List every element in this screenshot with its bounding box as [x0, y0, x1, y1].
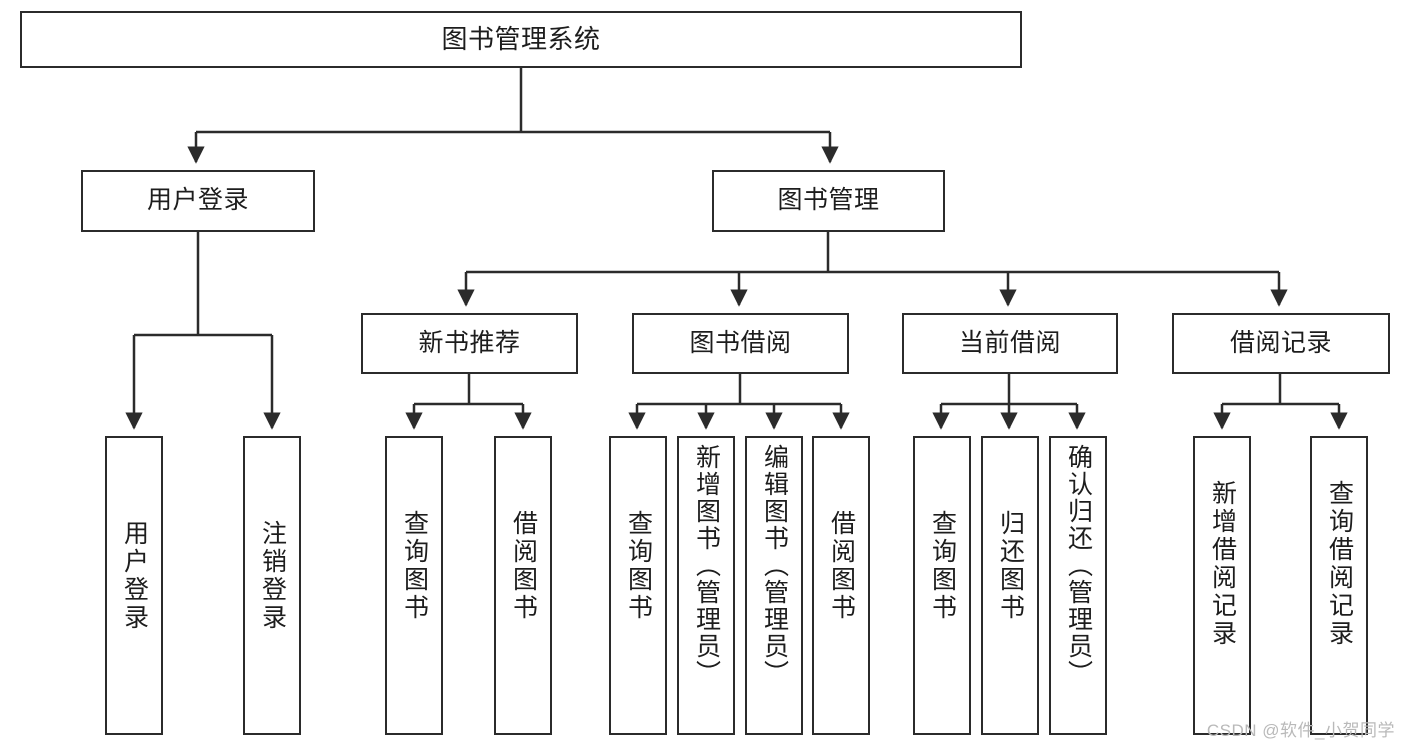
- node-root-system[interactable]: 图书管理系统: [20, 11, 1022, 68]
- node-current-borrow[interactable]: 当前借阅: [902, 313, 1118, 374]
- node-new-book-recommend[interactable]: 新书推荐: [361, 313, 578, 374]
- node-label: 用户登录: [120, 520, 149, 632]
- edges-current-borrow-to-leaves: [932, 374, 1086, 430]
- node-label: 查询图书: [400, 510, 429, 622]
- leaf-query-borrow-record[interactable]: 查询借阅记录: [1310, 436, 1368, 735]
- node-label: 编辑图书（管理员）: [760, 444, 789, 687]
- node-label: 归还图书: [996, 510, 1025, 622]
- edges-book-manage-to-level3: [457, 232, 1288, 307]
- leaf-user-login[interactable]: 用户登录: [105, 436, 163, 735]
- leaf-add-borrow-record[interactable]: 新增借阅记录: [1193, 436, 1251, 735]
- node-label: 图书管理系统: [441, 24, 601, 55]
- leaf-borrow-book-recommend[interactable]: 借阅图书: [494, 436, 552, 735]
- node-label: 新增借阅记录: [1208, 480, 1237, 648]
- node-label: 当前借阅: [958, 328, 1061, 357]
- node-label: 图书借阅: [689, 328, 792, 357]
- node-borrow-record[interactable]: 借阅记录: [1172, 313, 1390, 374]
- node-book-management[interactable]: 图书管理: [712, 170, 945, 232]
- edges-user-login-to-leaves: [125, 232, 281, 430]
- node-label: 借阅图书: [827, 510, 856, 622]
- edges-root-to-level2: [187, 68, 839, 164]
- node-label: 图书管理: [777, 186, 880, 215]
- node-label: 借阅记录: [1229, 328, 1332, 357]
- node-label: 注销登录: [258, 520, 287, 632]
- leaf-borrow-book[interactable]: 借阅图书: [812, 436, 870, 735]
- edges-borrow-record-to-leaves: [1213, 374, 1348, 430]
- node-label: 查询图书: [624, 510, 653, 622]
- node-book-borrow[interactable]: 图书借阅: [632, 313, 849, 374]
- edges-new-book-to-leaves: [405, 374, 532, 430]
- leaf-query-book-current[interactable]: 查询图书: [913, 436, 971, 735]
- leaf-logout[interactable]: 注销登录: [243, 436, 301, 735]
- node-label: 借阅图书: [509, 510, 538, 622]
- node-label: 查询借阅记录: [1325, 480, 1354, 648]
- leaf-edit-book-admin[interactable]: 编辑图书（管理员）: [745, 436, 803, 735]
- node-user-login[interactable]: 用户登录: [81, 170, 315, 232]
- leaf-query-book-borrow[interactable]: 查询图书: [609, 436, 667, 735]
- edges-book-borrow-to-leaves: [628, 374, 850, 430]
- leaf-return-book[interactable]: 归还图书: [981, 436, 1039, 735]
- node-label: 新书推荐: [418, 328, 521, 357]
- leaf-add-book-admin[interactable]: 新增图书（管理员）: [677, 436, 735, 735]
- node-label: 确认归还（管理员）: [1064, 444, 1093, 687]
- node-label: 用户登录: [146, 186, 249, 215]
- node-label: 查询图书: [928, 510, 957, 622]
- leaf-confirm-return-admin[interactable]: 确认归还（管理员）: [1049, 436, 1107, 735]
- leaf-query-book-recommend[interactable]: 查询图书: [385, 436, 443, 735]
- node-label: 新增图书（管理员）: [692, 444, 721, 687]
